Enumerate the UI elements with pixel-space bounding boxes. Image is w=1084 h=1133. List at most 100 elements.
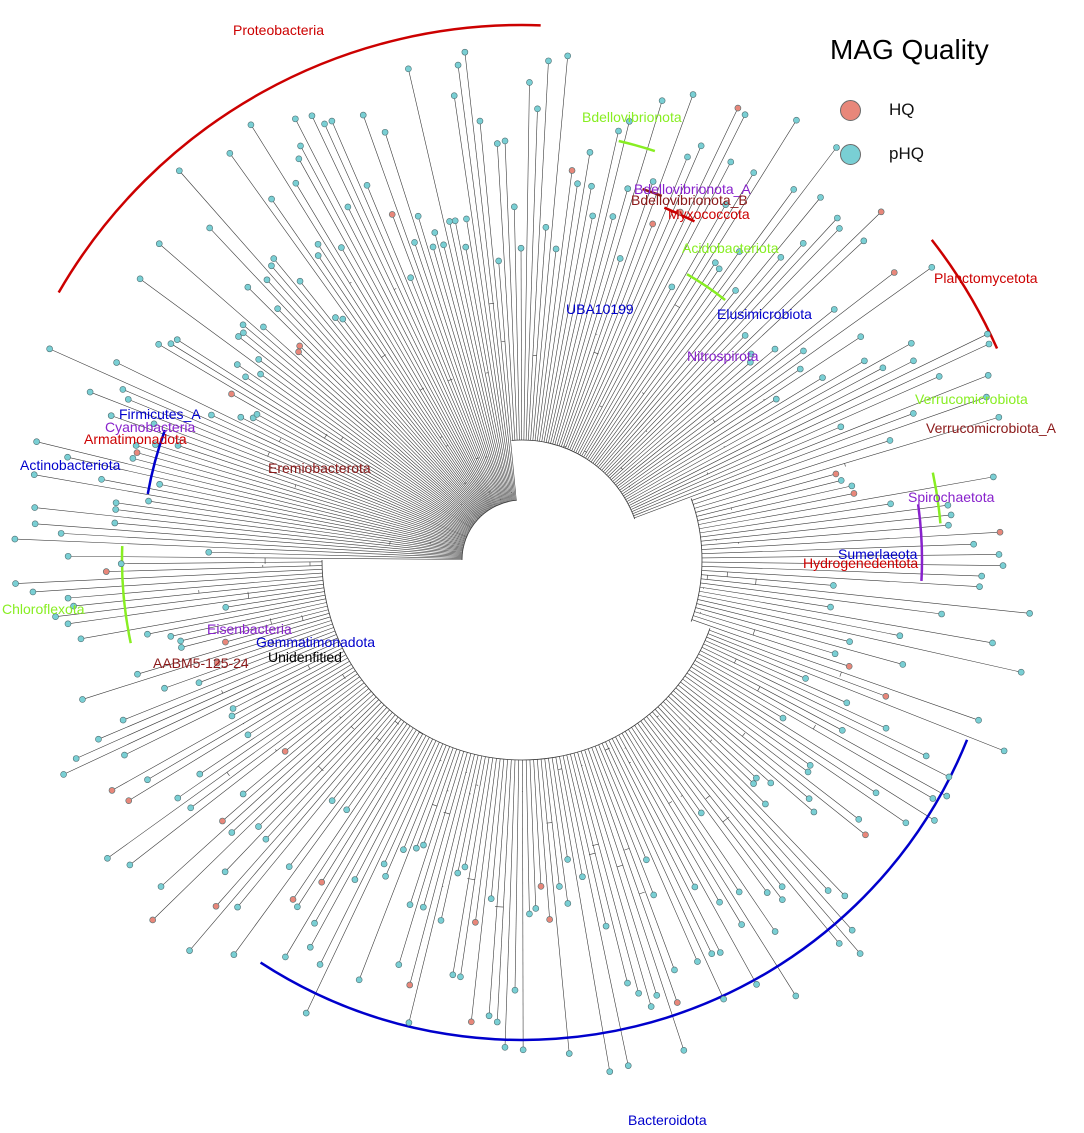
- tip-phq: [344, 203, 352, 211]
- tip-phq: [653, 992, 661, 999]
- clade-label-verrucomicrobiota: Verrucomicrobiota: [915, 391, 1028, 407]
- tip-phq: [167, 340, 175, 347]
- tip-phq: [332, 314, 339, 321]
- branch: [454, 220, 511, 502]
- tip-phq: [995, 551, 1003, 558]
- internal-branch-arc: [321, 559, 711, 761]
- tip-phq: [57, 530, 65, 537]
- branch: [522, 759, 524, 1050]
- tip-phq: [984, 372, 992, 379]
- tip-phq: [381, 128, 389, 136]
- tip-phq: [152, 441, 159, 448]
- branch: [457, 65, 515, 501]
- branch: [584, 749, 685, 1051]
- tip-phq: [294, 903, 301, 911]
- tip-phq: [990, 473, 997, 481]
- tip-phq: [836, 225, 843, 232]
- tip-phq: [113, 359, 120, 366]
- tip-phq: [545, 57, 552, 65]
- tip-phq: [296, 277, 304, 285]
- tip-phq: [413, 844, 420, 852]
- branch: [288, 719, 402, 867]
- branch: [366, 185, 500, 505]
- tip-phq: [887, 500, 894, 508]
- tip-phq: [431, 229, 439, 236]
- tip-phq: [411, 239, 418, 246]
- tip-phq: [526, 79, 533, 86]
- tip-phq: [762, 800, 769, 808]
- clade-arc: [930, 239, 999, 350]
- branch: [101, 479, 464, 549]
- tip-phq: [589, 212, 596, 220]
- tip-phq: [602, 922, 610, 930]
- tip-hq: [108, 787, 116, 794]
- branch: [247, 286, 480, 518]
- tip-phq: [846, 638, 853, 645]
- branch: [432, 246, 506, 503]
- branch: [579, 286, 673, 455]
- branch: [599, 405, 603, 408]
- branch: [591, 747, 675, 971]
- tip-phq: [463, 215, 470, 223]
- tip-phq: [830, 306, 838, 313]
- tip-phq: [292, 179, 300, 187]
- tip-phq: [457, 973, 464, 981]
- tip-hq: [213, 659, 221, 667]
- tip-phq: [671, 966, 678, 974]
- branch: [592, 189, 794, 464]
- branch: [626, 342, 912, 502]
- tip-phq: [922, 752, 930, 760]
- tip-phq: [235, 333, 242, 340]
- tip-hq: [568, 167, 576, 174]
- branch: [680, 681, 859, 820]
- branch: [529, 759, 537, 909]
- tip-phq: [841, 892, 849, 900]
- tip-phq: [649, 178, 657, 185]
- tip-hq: [212, 902, 220, 910]
- tip-phq: [837, 423, 845, 431]
- branch: [639, 891, 645, 895]
- branch: [730, 507, 732, 511]
- branch: [497, 143, 516, 441]
- clade-label-spirochaetota: Spirochaetota: [908, 489, 995, 505]
- branch: [555, 757, 611, 1072]
- branch: [693, 615, 850, 667]
- tip-phq: [255, 823, 262, 830]
- branch: [587, 262, 716, 460]
- tip-phq: [574, 180, 581, 187]
- branch: [409, 750, 461, 905]
- clade-label-proteobacteria: Proteobacteria: [233, 22, 324, 38]
- tip-phq: [129, 455, 137, 462]
- tip-phq: [857, 333, 865, 340]
- tip-phq: [117, 560, 125, 568]
- tip-phq: [450, 92, 458, 99]
- branch: [470, 758, 501, 1022]
- branch: [598, 744, 647, 860]
- branch: [560, 181, 654, 447]
- branch: [243, 332, 476, 523]
- branch: [434, 232, 507, 503]
- branch: [646, 716, 783, 887]
- branch: [465, 247, 512, 502]
- branch: [709, 739, 713, 742]
- branch: [701, 561, 1004, 566]
- tip-phq: [753, 981, 760, 988]
- branch: [180, 605, 328, 642]
- tip-phq: [64, 453, 71, 461]
- tip-hq: [125, 797, 133, 804]
- branch: [608, 740, 713, 954]
- branch: [394, 720, 400, 725]
- tip-phq: [588, 182, 595, 190]
- branch: [525, 759, 530, 914]
- tip-phq: [121, 751, 128, 759]
- branch: [619, 267, 932, 491]
- branch: [224, 704, 385, 872]
- tip-phq: [228, 712, 236, 720]
- branch: [544, 758, 560, 887]
- branch: [691, 396, 987, 501]
- branch: [147, 660, 350, 780]
- branch: [577, 161, 732, 454]
- clade-arc: [618, 139, 656, 153]
- branch: [652, 711, 861, 954]
- tip-phq: [437, 917, 445, 924]
